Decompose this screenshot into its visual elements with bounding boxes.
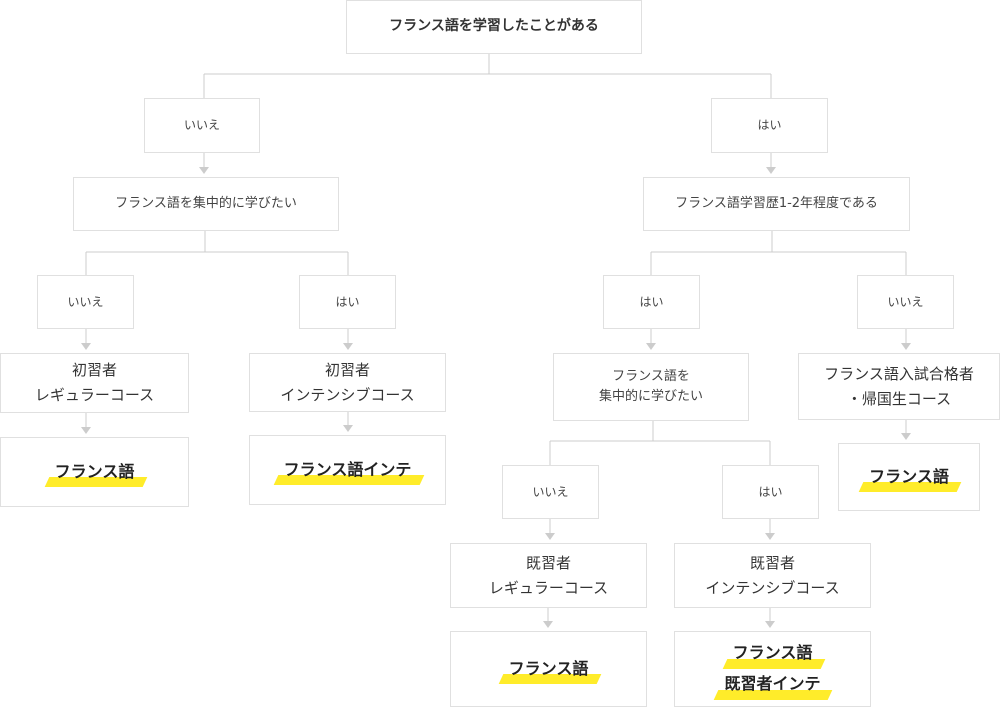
arrow-down-icon	[901, 343, 911, 350]
course-level: 既習者	[525, 553, 571, 572]
result-label: フランス語インテ	[280, 458, 416, 483]
result-label: フランス語	[729, 641, 817, 666]
result-label: フランス語	[505, 657, 593, 682]
answer-label: はい	[639, 294, 664, 309]
answer-label: いいえ	[532, 484, 569, 499]
arrow-down-icon	[646, 343, 656, 350]
question-intensive: フランス語を 集中的に学びたい	[553, 353, 749, 421]
answer-no: いいえ	[144, 98, 260, 153]
result-box: フランス語	[450, 631, 647, 707]
question-intensive: フランス語を集中的に学びたい	[73, 177, 339, 231]
course-name: レギュラーコース	[34, 386, 155, 404]
answer-yes: はい	[603, 275, 700, 329]
answer-no: いいえ	[37, 275, 134, 329]
answer-label: いいえ	[887, 294, 924, 309]
result-label: フランス語	[51, 460, 139, 485]
result-box: フランス語	[0, 437, 189, 507]
course-level: 既習者	[749, 553, 795, 572]
arrow-down-icon	[545, 533, 555, 540]
course-level: 初習者	[324, 360, 370, 379]
arrow-down-icon	[901, 433, 911, 440]
question-text: フランス語を	[612, 368, 690, 384]
result-box: フランス語	[838, 443, 980, 511]
result-label: フランス語	[865, 465, 953, 490]
course-advanced-intensive: 既習者 インテンシブコース	[674, 543, 871, 608]
question-text: 集中的に学びたい	[598, 389, 703, 404]
course-advanced-regular: 既習者 レギュラーコース	[450, 543, 647, 608]
result-label: 既習者インテ	[720, 672, 824, 697]
question-text: フランス語を学習したことがある	[389, 18, 599, 35]
answer-no: いいえ	[857, 275, 954, 329]
arrow-down-icon	[343, 343, 353, 350]
arrow-down-icon	[81, 427, 91, 434]
answer-label: はい	[757, 118, 782, 133]
course-name: インテンシブコース	[705, 578, 840, 597]
course-name: レギュラーコース	[488, 578, 609, 597]
answer-label: はい	[758, 484, 783, 499]
question-experience: フランス語学習歴1-2年程度である	[643, 177, 910, 231]
arrow-down-icon	[765, 621, 775, 628]
question-text: フランス語学習歴1-2年程度である	[675, 195, 878, 211]
arrow-down-icon	[543, 621, 553, 628]
course-name: インテンシブコース	[280, 385, 415, 404]
arrow-down-icon	[766, 167, 776, 174]
course-returnee: フランス語入試合格者 ・帰国生コース	[798, 353, 1000, 420]
arrow-down-icon	[199, 167, 209, 174]
question-root: フランス語を学習したことがある	[346, 0, 642, 54]
answer-no: いいえ	[502, 465, 599, 519]
course-beginner-intensive: 初習者 インテンシブコース	[249, 353, 446, 412]
arrow-down-icon	[343, 425, 353, 432]
result-box: フランス語 既習者インテ	[674, 631, 871, 707]
answer-yes: はい	[711, 98, 828, 153]
course-beginner-regular: 初習者 レギュラーコース	[0, 353, 189, 413]
answer-label: はい	[335, 294, 360, 309]
course-name: ・帰国生コース	[846, 389, 952, 408]
arrow-down-icon	[81, 343, 91, 350]
result-box: フランス語インテ	[249, 435, 446, 505]
course-level: フランス語入試合格者	[824, 364, 974, 383]
arrow-down-icon	[765, 533, 775, 540]
answer-label: いいえ	[67, 294, 104, 309]
question-text: フランス語を集中的に学びたい	[115, 195, 297, 211]
course-level: 初習者	[71, 361, 117, 380]
answer-label: いいえ	[183, 118, 220, 133]
answer-yes: はい	[299, 275, 396, 329]
answer-yes: はい	[722, 465, 819, 519]
